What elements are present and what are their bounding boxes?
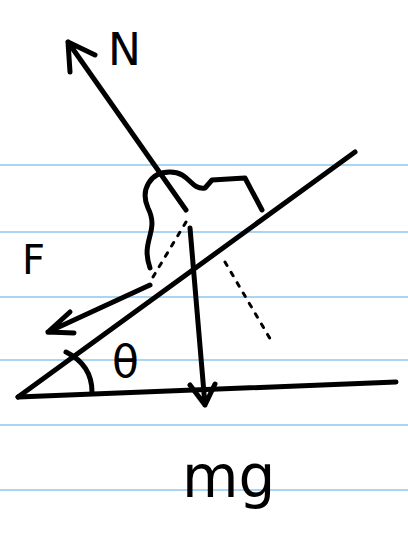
force-label: mg (182, 448, 275, 506)
weight-arrow (190, 228, 215, 405)
dashed-guide (150, 222, 186, 282)
force-label: N (108, 28, 141, 72)
ruled-lines (0, 165, 408, 490)
dotted-component (225, 262, 272, 342)
angle-arc (66, 352, 92, 392)
friction-force-arrow (48, 285, 150, 333)
angle-label: θ (112, 340, 139, 384)
force-label: F (22, 240, 45, 280)
incline-surface (18, 152, 355, 397)
block (145, 172, 262, 268)
ground-line (18, 382, 396, 397)
